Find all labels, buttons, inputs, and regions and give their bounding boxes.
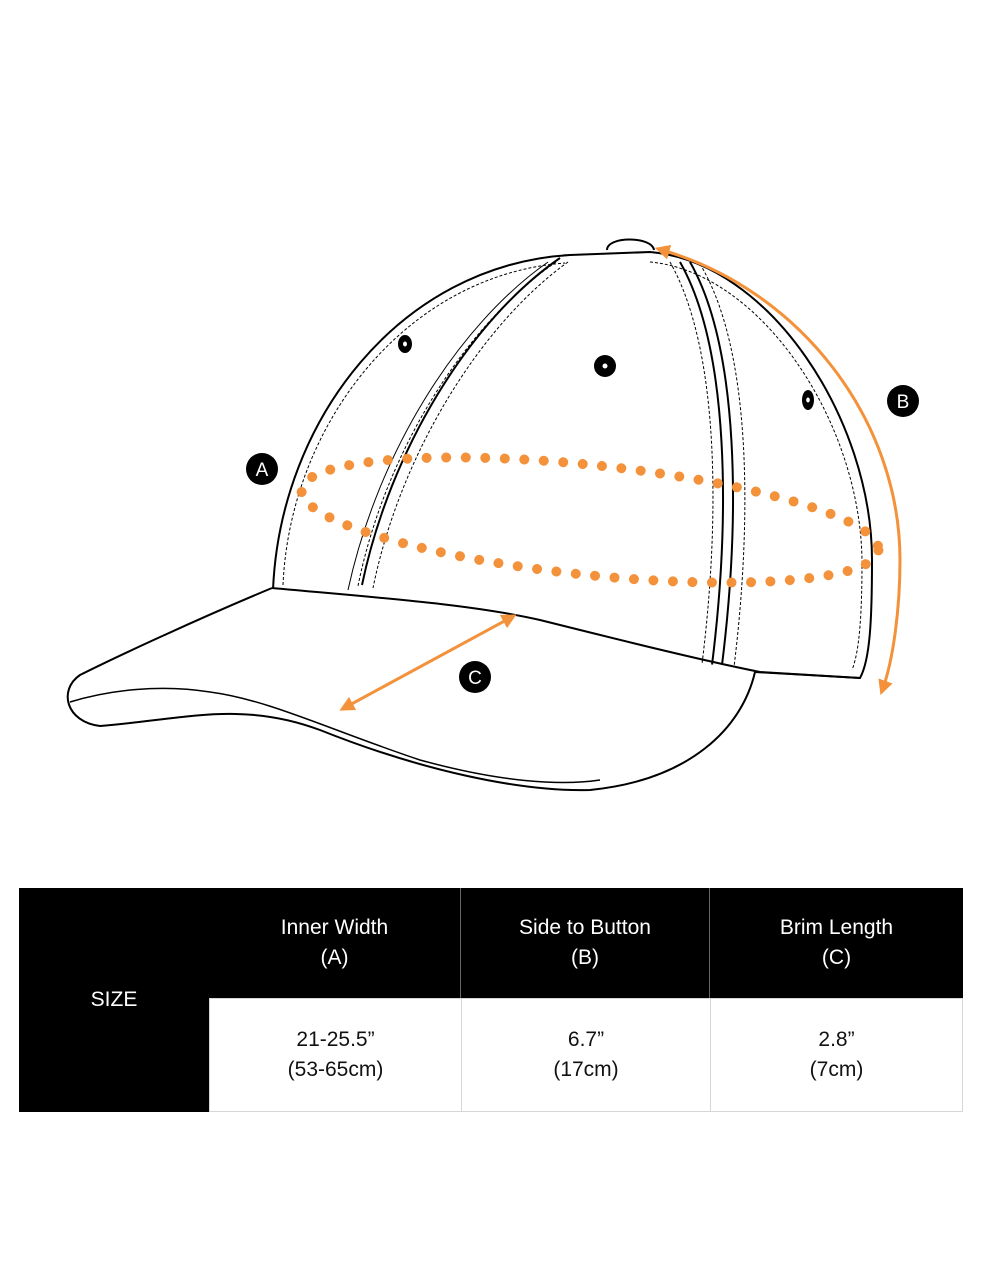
column-code: (C) bbox=[821, 946, 852, 969]
cap-seam-left bbox=[361, 257, 561, 586]
value-inches: 21-25.5” bbox=[296, 1028, 375, 1051]
label-a-badge: A bbox=[246, 453, 278, 485]
side-to-button-arrow bbox=[654, 244, 902, 696]
header-inner-width: Inner Width (A) bbox=[209, 888, 461, 998]
size-row-header: SIZE bbox=[19, 888, 209, 1112]
cap-button bbox=[606, 238, 655, 251]
column-name: Side to Button bbox=[519, 916, 651, 939]
cap-seam-right bbox=[689, 261, 734, 666]
cap-diagram: A B C bbox=[66, 238, 919, 792]
value-inner-width: 21-25.5” (53-65cm) bbox=[209, 998, 462, 1112]
svg-text:A: A bbox=[256, 460, 269, 481]
brim-length-arrow bbox=[339, 614, 517, 711]
label-c-badge: C bbox=[459, 661, 491, 693]
eyelets bbox=[398, 335, 814, 410]
value-inches: 2.8” bbox=[818, 1028, 855, 1051]
column-name: Brim Length bbox=[779, 916, 894, 939]
size-table: SIZE Inner Width (A) Side to Button (B) … bbox=[19, 888, 963, 1112]
inner-width-measure bbox=[296, 452, 884, 588]
column-code: (B) bbox=[571, 946, 599, 969]
value-cm: (53-65cm) bbox=[287, 1058, 384, 1081]
header-brim-length: Brim Length (C) bbox=[710, 888, 963, 998]
svg-text:B: B bbox=[897, 392, 910, 413]
value-inches: 6.7” bbox=[567, 1028, 605, 1051]
value-cm: (7cm) bbox=[809, 1058, 864, 1081]
svg-text:C: C bbox=[468, 668, 482, 689]
value-cm: (17cm) bbox=[553, 1058, 619, 1081]
value-brim-length: 2.8” (7cm) bbox=[710, 998, 963, 1112]
header-side-to-button: Side to Button (B) bbox=[461, 888, 710, 998]
value-side-to-button: 6.7” (17cm) bbox=[461, 998, 711, 1112]
column-code: (A) bbox=[320, 946, 349, 969]
column-name: Inner Width bbox=[280, 916, 389, 939]
label-b-badge: B bbox=[887, 385, 919, 417]
size-label: SIZE bbox=[90, 988, 138, 1011]
